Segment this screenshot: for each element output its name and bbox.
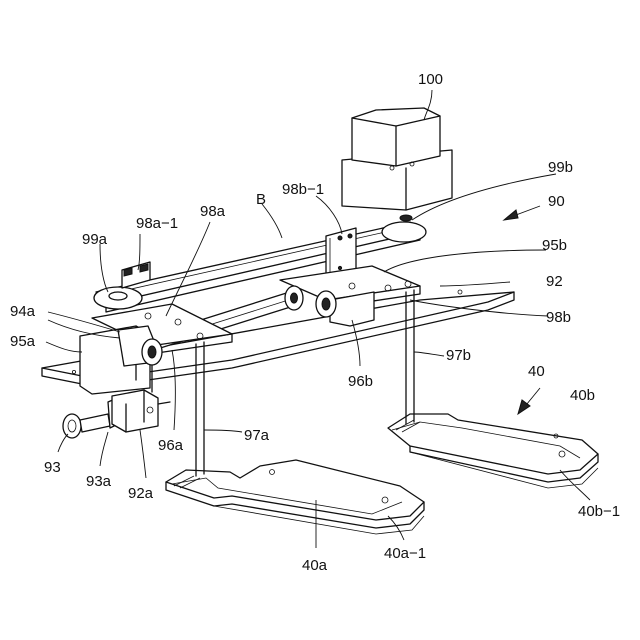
label-95b: 95b <box>542 237 567 254</box>
label-99b: 99b <box>548 159 573 176</box>
pulley-99a <box>94 287 142 309</box>
pad-40a <box>166 460 424 534</box>
label-94a: 94a <box>10 303 36 320</box>
label-99a: 99a <box>82 231 108 248</box>
label-90: 90 <box>548 193 565 210</box>
label-95a: 95a <box>10 333 36 350</box>
bracket-92a <box>112 390 170 432</box>
arrow-40 <box>518 388 540 414</box>
label-98b-1: 98b−1 <box>282 181 324 198</box>
label-100: 100 <box>418 71 443 88</box>
label-97a: 97a <box>244 427 270 444</box>
label-40a-1: 40a−1 <box>384 545 426 562</box>
label-40: 40 <box>528 363 545 380</box>
pulley-99b <box>382 215 426 242</box>
label-93a: 93a <box>86 473 112 490</box>
label-98b: 98b <box>546 309 571 326</box>
bearing-block-95a <box>80 326 162 394</box>
label-96b: 96b <box>348 373 373 390</box>
label-92: 92 <box>546 273 563 290</box>
label-96a: 96a <box>158 437 184 454</box>
label-93: 93 <box>44 459 61 476</box>
label-B: B <box>256 191 266 208</box>
arrow-90 <box>504 206 540 220</box>
label-92a: 92a <box>128 485 154 502</box>
label-98a: 98a <box>200 203 226 220</box>
label-98a-1: 98a−1 <box>136 215 178 232</box>
motor-100 <box>342 108 452 210</box>
label-40b-1: 40b−1 <box>578 503 620 520</box>
label-40b: 40b <box>570 387 595 404</box>
label-40a: 40a <box>302 557 328 574</box>
label-97b: 97b <box>446 347 471 364</box>
